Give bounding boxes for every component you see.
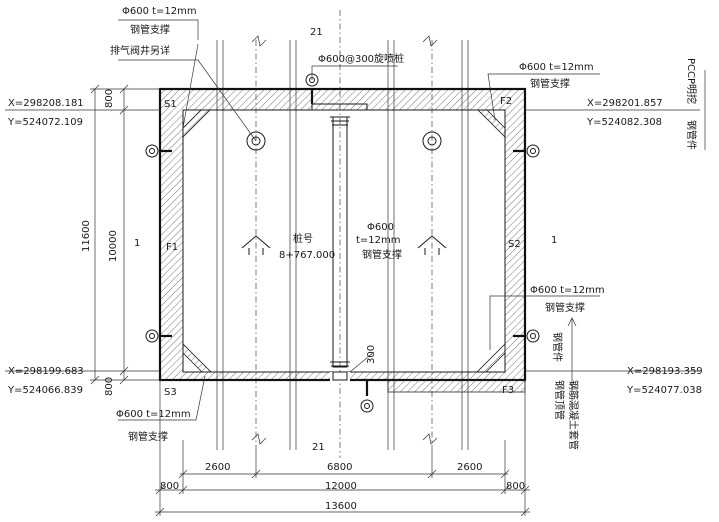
dim-row2-left: 800: [160, 481, 179, 492]
corner-s1: S1: [164, 99, 177, 110]
br-note-2: 钢筋混凝土套管: [567, 380, 580, 450]
corner-f2: F2: [500, 96, 512, 107]
br-brace-name: 钢管支撑: [545, 301, 585, 314]
tr-brace-name: 钢管支撑: [530, 77, 570, 90]
steel-pipe-right-label: 钢管件: [685, 120, 698, 150]
dim-row1-mid: 6800: [327, 462, 352, 473]
flow-arrows: [241, 235, 447, 255]
corner-f1: F1: [166, 242, 178, 253]
section-mark-left: 1: [134, 238, 140, 249]
coord-tl-y: Y=524072.109: [7, 117, 83, 128]
left-dimensions: [90, 84, 129, 385]
pit-wall: [158, 87, 527, 382]
wall-brackets: [160, 89, 525, 396]
pccp-label: PCCP明挖: [685, 58, 698, 104]
dim-row2-mid: 12000: [325, 481, 357, 492]
top-brace-spec: Φ600 t=12mm: [122, 6, 197, 17]
br-note-1: 钢管顶管: [553, 380, 566, 420]
dim-left-total: 11600: [81, 220, 92, 252]
dim-left-bottom: 800: [104, 377, 115, 396]
vent-valve-right: [422, 131, 442, 151]
pile-no-value: 8+767.000: [279, 250, 335, 261]
corner-s3: S3: [164, 387, 177, 398]
center-brace-spec-top: Φ600: [367, 222, 394, 233]
vent-valve-left: [246, 131, 266, 151]
coord-bl-x: X=298199.683: [8, 366, 84, 377]
jet-pile-label: Φ600@300旋喷桩: [318, 52, 404, 65]
coord-tl-x: X=298208.181: [8, 98, 84, 109]
dim-row2-right: 800: [506, 481, 525, 492]
top-brace-name: 钢管支撑: [130, 23, 170, 36]
coord-bl-y: Y=524066.839: [7, 385, 83, 396]
pile-no-label: 桩号: [293, 232, 313, 245]
corner-s2: S2: [508, 239, 521, 250]
tr-brace-spec: Φ600 t=12mm: [519, 62, 594, 73]
dim-row3-total: 13600: [325, 501, 357, 512]
right-markers: [567, 70, 706, 410]
bottom-dimensions: [155, 380, 530, 517]
coord-tr-x: X=298201.857: [587, 98, 663, 109]
top-ref-number: 21: [310, 27, 323, 38]
coord-br-x: X=298193.359: [627, 366, 703, 377]
corner-braces: [182, 109, 506, 373]
bottom-ref-number: 21: [312, 442, 325, 453]
center-brace-spec-bottom: t=12mm: [356, 235, 401, 246]
br-brace-spec: Φ600 t=12mm: [530, 285, 605, 296]
annotation-text: Φ600 t=12mm 钢管支撑 排气阀井另详 21 Φ600@300旋喷桩 Φ…: [7, 6, 703, 512]
dim-300: 300: [366, 345, 377, 364]
coord-tr-y: Y=524082.308: [586, 117, 662, 128]
leader-lines: [118, 19, 600, 421]
dim-row1-left: 2600: [205, 462, 230, 473]
bl-brace-spec: Φ600 t=12mm: [116, 409, 191, 420]
center-brace-name: 钢管支撑: [362, 248, 402, 261]
dim-left-inner: 10000: [108, 230, 119, 262]
steel-pipe-mid-label: 钢管件: [551, 332, 564, 362]
section-mark-right: 1: [551, 235, 557, 246]
vent-valve-note: 排气阀井另详: [110, 44, 170, 57]
dim-left-top: 800: [104, 89, 115, 108]
bl-brace-name: 钢管支撑: [128, 430, 168, 443]
corner-f3: F3: [502, 385, 514, 396]
dim-row1-right: 2600: [457, 462, 482, 473]
center-strut: [311, 103, 368, 381]
coord-br-y: Y=524077.038: [626, 385, 702, 396]
extension-lines: [5, 88, 700, 381]
